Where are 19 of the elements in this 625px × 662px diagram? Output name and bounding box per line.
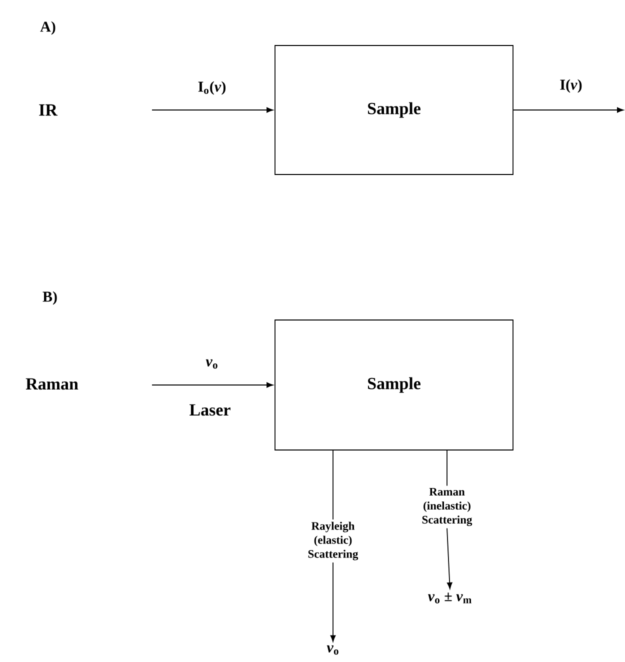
method-label: IR [39, 104, 58, 116]
arrow [330, 562, 336, 642]
arrow [513, 107, 624, 113]
beam-label: Laser [190, 404, 230, 416]
edge-label: ν$_{o}$ [204, 358, 220, 370]
edge-label: I$_{o}$(ν) [196, 80, 228, 96]
panel-label: B) [42, 291, 57, 305]
panel-label: A) [40, 21, 56, 35]
arrow [152, 382, 274, 388]
arrow [152, 107, 274, 113]
frequency-label: ν$_{o}$ [326, 645, 338, 655]
sample-box: Sample [274, 320, 514, 450]
arrow [446, 528, 452, 590]
edge-label: I(ν) [558, 78, 584, 94]
scattering-label: Rayleigh (elastic) Scattering [308, 522, 358, 560]
method-label: Raman [26, 378, 78, 390]
scattering-label: Raman (inelastic) Scattering [422, 488, 472, 526]
frequency-label: ν$_{o}$ ± ν$_{m}$ [428, 592, 472, 604]
sample-box: Sample [274, 45, 514, 175]
